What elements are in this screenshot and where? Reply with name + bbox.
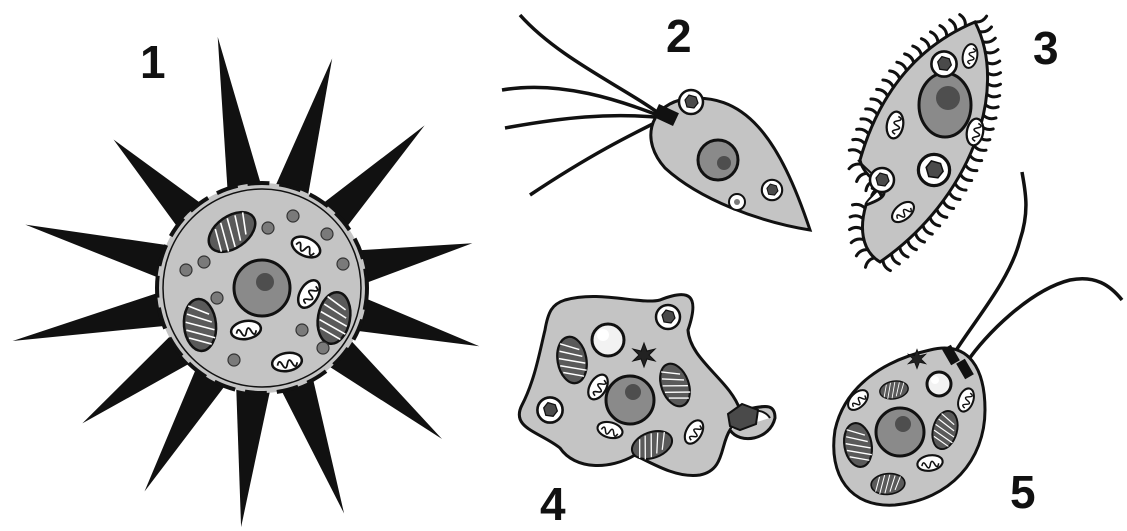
organism-4 xyxy=(519,295,775,476)
cilium xyxy=(974,145,986,150)
flagella xyxy=(502,15,665,195)
cilium xyxy=(943,201,953,209)
cilium xyxy=(866,109,878,115)
spine xyxy=(355,243,473,284)
food-vacuole xyxy=(918,154,949,185)
cilium xyxy=(988,73,1001,75)
cilium xyxy=(937,209,947,217)
cilium xyxy=(975,16,987,22)
cilium xyxy=(923,225,932,234)
spine xyxy=(218,37,262,194)
cilium xyxy=(857,173,867,181)
flagella xyxy=(955,172,1122,362)
cilium xyxy=(987,84,1000,86)
cilium xyxy=(849,164,861,169)
spine xyxy=(13,291,170,341)
cilium xyxy=(908,240,917,250)
cilium xyxy=(987,94,1000,97)
cilium xyxy=(891,254,899,264)
food-vacuole xyxy=(537,397,562,422)
cilium xyxy=(851,239,864,243)
cilium xyxy=(883,80,894,87)
cilium xyxy=(856,250,867,256)
cilium xyxy=(905,54,914,63)
nucleus xyxy=(698,140,738,180)
nucleus xyxy=(606,376,654,424)
cilium xyxy=(970,155,982,160)
organism-2-label: 2 xyxy=(666,10,692,62)
food-vacuole xyxy=(679,90,703,114)
cilium xyxy=(850,216,863,219)
cilium xyxy=(950,20,956,31)
spine xyxy=(353,297,480,347)
organism-5-label: 5 xyxy=(1010,466,1036,518)
spine xyxy=(25,225,171,280)
organism-1 xyxy=(13,37,480,527)
cilium xyxy=(900,247,908,257)
cilium xyxy=(955,183,966,190)
organism-2 xyxy=(502,15,810,230)
organism-3 xyxy=(849,15,1000,271)
cilium xyxy=(921,39,929,49)
nucleus xyxy=(234,260,290,316)
food-vacuole xyxy=(870,168,894,192)
macronucleus xyxy=(919,73,971,137)
contractile-vacuole xyxy=(592,324,624,356)
spine xyxy=(236,385,271,527)
cilium xyxy=(987,61,1000,64)
food-vacuole xyxy=(656,305,680,329)
cilium xyxy=(871,99,882,105)
cilium xyxy=(930,217,940,226)
cilium xyxy=(861,119,873,124)
nucleus xyxy=(876,408,924,456)
food-vacuole xyxy=(931,51,956,76)
cilium xyxy=(913,46,922,56)
cilium xyxy=(930,32,938,43)
cilium xyxy=(897,62,907,71)
cilium xyxy=(985,105,998,108)
cilium xyxy=(949,192,960,199)
cilium xyxy=(983,115,996,119)
cilium xyxy=(890,71,900,79)
spine xyxy=(279,375,344,514)
cilium xyxy=(985,50,998,53)
spine xyxy=(274,58,332,198)
organism-4-label: 4 xyxy=(540,478,566,530)
cilium xyxy=(850,227,863,229)
cilium xyxy=(849,150,861,154)
organism-1-label: 1 xyxy=(140,36,166,88)
cilium xyxy=(857,129,869,134)
cilium xyxy=(877,89,888,96)
cilium xyxy=(853,139,865,144)
cilium xyxy=(960,15,966,27)
cilium xyxy=(865,258,874,267)
organism-3-label: 3 xyxy=(1033,22,1059,74)
cilium xyxy=(979,27,991,32)
cilium xyxy=(853,204,866,208)
food-vacuole xyxy=(762,180,782,200)
cilium xyxy=(940,26,947,37)
cilium xyxy=(983,38,996,42)
cilium xyxy=(960,174,971,180)
cilium xyxy=(965,165,977,171)
contractile-vacuole xyxy=(927,372,951,396)
cilium xyxy=(883,260,891,271)
vacuole xyxy=(729,194,745,210)
cilium xyxy=(915,233,924,242)
